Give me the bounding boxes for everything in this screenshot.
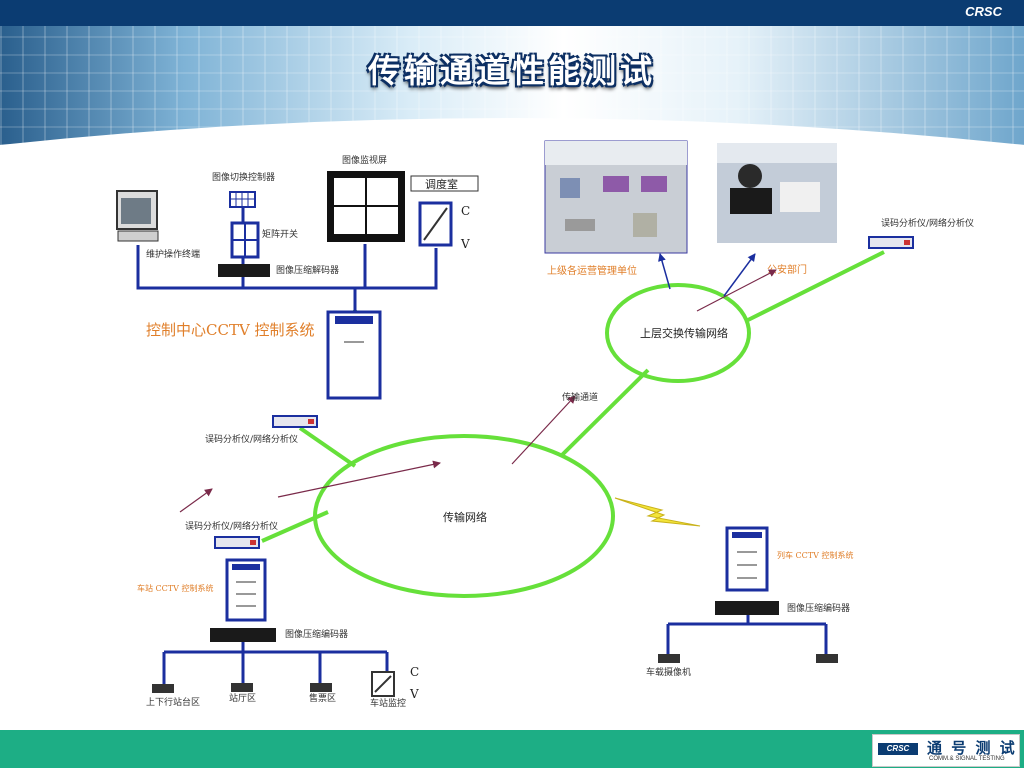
upper-network-ellipse (605, 283, 751, 383)
upward-arrows (658, 253, 756, 297)
station-title: 车站 CCTV 控制系统 (137, 583, 213, 593)
maintenance-terminal (116, 190, 159, 242)
train-camera-label: 车载摄像机 (646, 666, 691, 678)
operations-mgmt-image (544, 140, 688, 254)
police-dept-image (717, 143, 837, 243)
station-server (225, 558, 267, 622)
analyzer-lower-left-label: 误码分析仪/网络分析仪 (185, 520, 278, 532)
analyzer-lower-left (214, 536, 260, 549)
station-cv-v: V (409, 687, 419, 701)
station-cameras (152, 683, 332, 693)
camera-label-hall: 站厅区 (229, 692, 256, 704)
station-wiring (162, 642, 389, 685)
bottom-bar (0, 730, 1024, 768)
dispatch-room-label: 调度室 (425, 177, 458, 191)
station-encoder (210, 628, 276, 642)
footer-logo: CRSC 通 号 测 试 COMM.& SIGNAL TESTING (872, 734, 1020, 767)
dispatch-cv-v: V (460, 237, 470, 251)
main-network-label: 传输网络 (443, 510, 487, 524)
main-network-ellipse (313, 434, 615, 598)
analyzer-upper-left (272, 415, 318, 428)
station-monitor-label: 车站监控 (370, 697, 406, 709)
train-server (725, 526, 769, 592)
matrix-switch-label: 矩阵开关 (262, 228, 298, 240)
upper-analyzer-label: 误码分析仪/网络分析仪 (881, 217, 974, 229)
station-monitor-device (371, 671, 395, 697)
camera-label-ticket: 售票区 (309, 692, 336, 704)
top-bar (0, 0, 1024, 26)
switch-controller (229, 191, 256, 208)
decoder-label: 图像压缩解码器 (276, 264, 339, 276)
wireless-link-icon (614, 497, 701, 527)
decoder-device (218, 264, 270, 277)
police-dept-label: 公安部门 (767, 263, 807, 276)
matrix-switch (230, 221, 260, 259)
monitor-wall-label: 图像监视屏 (342, 154, 387, 166)
train-wiring (666, 615, 828, 655)
station-encoder-label: 图像压缩编码器 (285, 628, 348, 640)
camera-label-platform: 上下行站台区 (146, 696, 200, 708)
monitor-wall (327, 171, 405, 242)
channel-label: 传输通道 (562, 391, 598, 403)
signal-arrows (179, 269, 777, 513)
operations-mgmt-label: 上级各运营管理单位 (547, 264, 637, 277)
upper-analyzer-device (868, 236, 914, 249)
slide-title: 传输通道性能测试 (367, 52, 656, 90)
train-title: 列车 CCTV 控制系统 (777, 550, 853, 560)
train-encoder-label: 图像压缩编码器 (787, 602, 850, 614)
analyzer-upper-left-label: 误码分析仪/网络分析仪 (205, 433, 298, 445)
train-encoder (715, 601, 779, 615)
dispatch-cv-c: C (461, 204, 470, 218)
control-center-title: 控制中心CCTV 控制系统 (146, 321, 315, 339)
station-cv-c: C (410, 665, 419, 679)
maintenance-terminal-label: 维护操作终端 (146, 248, 200, 260)
brand-label: CRSC (965, 4, 1002, 19)
dispatch-monitor (418, 201, 453, 247)
upper-network-label: 上层交换传输网络 (640, 326, 728, 340)
footer-logo-subtext: COMM.& SIGNAL TESTING (929, 756, 1005, 762)
train-cameras (658, 654, 838, 663)
footer-logo-text: 通 号 测 试 (927, 739, 1017, 757)
footer-logo-mark: CRSC (878, 743, 918, 755)
dispatch-room-box (410, 175, 479, 192)
control-center-server (326, 310, 382, 400)
switch-controller-label: 图像切换控制器 (212, 171, 275, 183)
